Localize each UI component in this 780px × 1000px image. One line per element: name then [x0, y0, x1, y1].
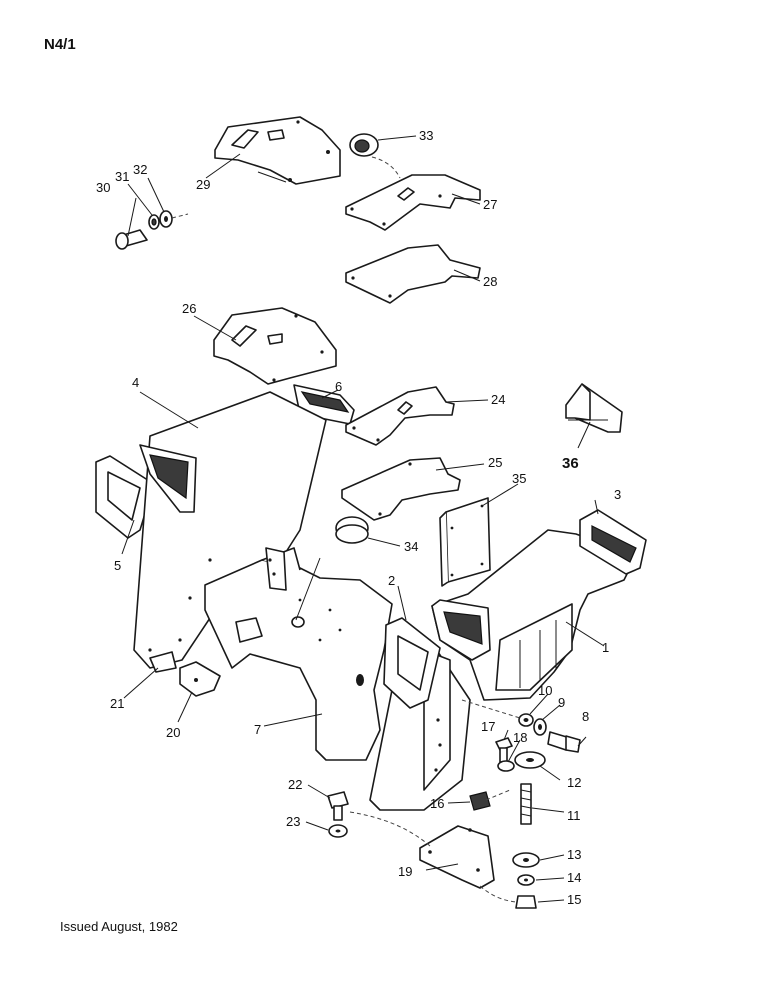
callout-7: 7 — [254, 722, 261, 737]
callout-8: 8 — [582, 709, 589, 724]
callout-22: 22 — [288, 777, 302, 792]
part-27-plate — [345, 174, 481, 231]
callout-30: 30 — [96, 180, 110, 195]
callout-31: 31 — [115, 169, 129, 184]
parts-22-23-bolt-washer — [327, 791, 431, 847]
part-5-vent-frame — [95, 455, 155, 539]
part-3-vent-frame — [579, 509, 647, 575]
callout-36: 36 — [562, 455, 579, 472]
callout-17: 17 — [481, 719, 495, 734]
callout-14: 14 — [567, 870, 581, 885]
part-11-stud — [520, 783, 532, 825]
page-code: N4/1 — [44, 36, 76, 53]
callout-34: 34 — [404, 539, 418, 554]
part-7-main-frame — [204, 547, 393, 761]
part-4-side-panel — [133, 391, 327, 669]
callout-35: 35 — [512, 471, 526, 486]
callout-26: 26 — [182, 301, 196, 316]
part-28-plate — [345, 244, 481, 304]
parts-13-14-15-washers-nut — [479, 852, 540, 909]
callout-32: 32 — [133, 162, 147, 177]
callout-11: 11 — [567, 808, 581, 823]
issued-date: Issued August, 1982 — [60, 919, 178, 934]
callout-1: 1 — [602, 640, 609, 655]
callout-20: 20 — [166, 725, 180, 740]
callout-28: 28 — [483, 274, 497, 289]
part-25-plate — [341, 457, 461, 521]
callout-5: 5 — [114, 558, 121, 573]
callout-27: 27 — [483, 197, 497, 212]
part-34-plug — [295, 516, 369, 621]
parts-30-31-32-bolt-washers — [115, 210, 189, 250]
part-35-panel — [439, 497, 491, 587]
callout-19: 19 — [398, 864, 412, 879]
leader-lines — [121, 135, 605, 903]
part-24-plate — [345, 386, 455, 446]
part-36-bracket — [565, 383, 623, 449]
part-1-housing — [431, 529, 637, 701]
callout-33: 33 — [419, 128, 433, 143]
part-26-upper-cover — [213, 307, 337, 385]
callout-9: 9 — [558, 695, 565, 710]
callout-13: 13 — [567, 847, 581, 862]
part-12-washer — [514, 751, 546, 769]
callout-23: 23 — [286, 814, 300, 829]
part-33-grommet — [349, 133, 401, 179]
part-16-nut — [469, 789, 511, 811]
part-20-21-brackets — [149, 651, 221, 697]
callout-6: 6 — [335, 379, 342, 394]
callout-labels: 1 2 3 4 5 6 7 8 9 10 11 12 13 14 15 16 1… — [96, 128, 621, 907]
part-2-vent-frame — [383, 617, 441, 709]
callout-2: 2 — [388, 573, 395, 588]
callout-4: 4 — [132, 375, 139, 390]
callout-10: 10 — [538, 683, 552, 698]
callout-18: 18 — [513, 730, 527, 745]
parts-8-9-10-bolt-washers — [461, 699, 581, 753]
callout-15: 15 — [567, 892, 581, 907]
callout-24: 24 — [491, 392, 505, 407]
callout-3: 3 — [614, 487, 621, 502]
callout-21: 21 — [110, 696, 124, 711]
callout-25: 25 — [488, 455, 502, 470]
parts-17-18-bolt-washer — [495, 737, 515, 772]
callout-12: 12 — [567, 775, 581, 790]
callout-29: 29 — [196, 177, 210, 192]
part-19-bracket — [419, 825, 495, 889]
callout-16: 16 — [430, 796, 444, 811]
part-29-cover-plate — [214, 116, 341, 185]
